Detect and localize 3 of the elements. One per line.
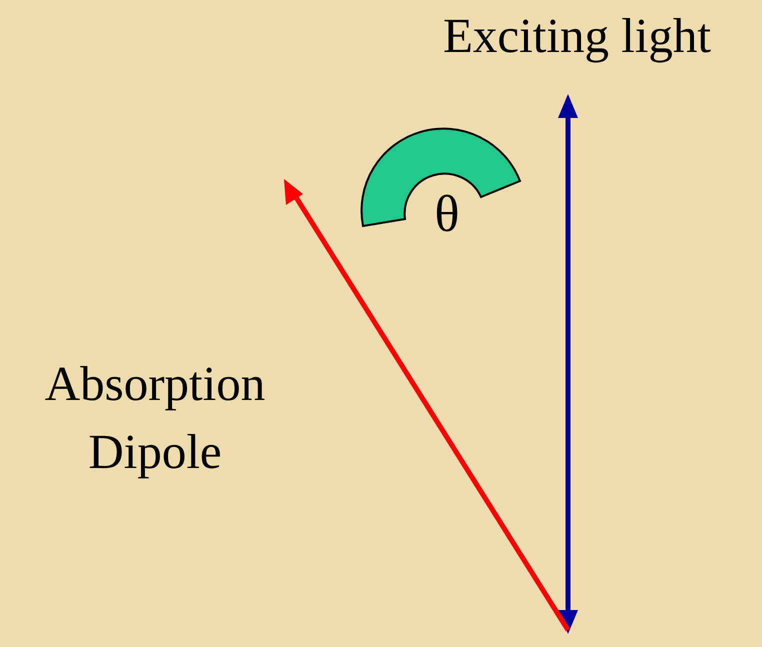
- text-label: Absorption Dipole: [44, 355, 266, 481]
- angle-label: θ: [434, 186, 460, 244]
- text-label: Exciting light: [442, 8, 712, 64]
